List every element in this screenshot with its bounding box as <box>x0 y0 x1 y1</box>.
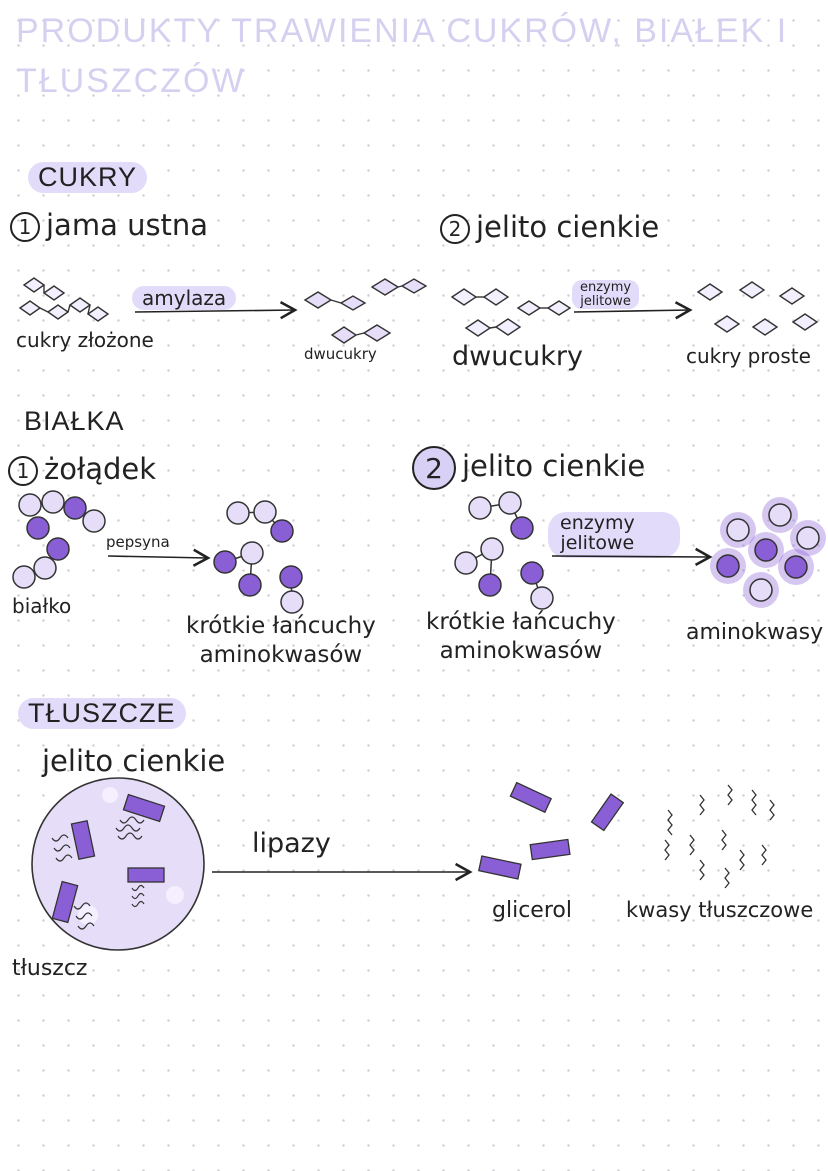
step-number: 1 <box>8 456 38 486</box>
fat-droplet <box>31 777 205 951</box>
intestinal-enzyme-arrow-protein <box>551 547 713 567</box>
disaccharide-molecules <box>303 278 428 344</box>
enzyme-label-line-2: jelitowe <box>580 293 631 309</box>
glycerol-label: glicerol <box>492 898 572 923</box>
step-place-label: jama ustna <box>46 208 209 242</box>
disaccharides-label-small: dwucukry <box>304 345 377 363</box>
page-title-line-1: PRODUKTY TRAWIENIA CUKRÓW, BIAŁEK I <box>16 12 789 50</box>
protein-chain <box>12 490 106 589</box>
amylase-label: amylaza <box>132 286 237 310</box>
label-line-2: aminokwasów <box>199 641 363 668</box>
simple-sugar-molecules <box>696 281 819 336</box>
step-place-label: żołądek <box>44 452 157 486</box>
complex-sugars-label: cukry złożone <box>16 328 154 352</box>
simple-sugars-label: cukry proste <box>686 344 811 368</box>
page-title-line-2: TŁUSZCZÓW <box>16 62 246 100</box>
step-place-label: jelito cienkie <box>462 449 646 483</box>
intestinal-enzymes-label-protein: enzymy jelitowe <box>560 512 635 554</box>
pepsin-label: pepsyna <box>106 533 170 551</box>
enzyme-highlight-protein <box>548 512 680 558</box>
pepsin-arrow <box>107 548 211 567</box>
step-number: 1 <box>10 212 40 242</box>
label-line-2: aminokwasów <box>439 637 603 664</box>
label-line-1: krótkie łańcuchy <box>426 609 616 635</box>
sugars-heading: CUKRY <box>28 162 148 193</box>
amylase-arrow <box>134 301 298 320</box>
short-chains-label-2: krótkie łańcuchy aminokwasów <box>426 608 616 666</box>
amino-acids-label: aminokwasy <box>686 620 824 645</box>
enzyme-label-line-1: enzymy <box>580 280 632 295</box>
fatty-acids-label: kwasy tłuszczowe <box>626 898 814 922</box>
fat-label: tłuszcz <box>12 956 88 981</box>
step-number: 2 <box>440 214 470 244</box>
step-place-label: jelito cienkie <box>476 210 660 244</box>
proteins-heading: BIAŁKA <box>24 406 125 436</box>
lipase-label: lipazy <box>252 828 331 859</box>
enzyme-label-line-1: enzymy <box>560 512 635 534</box>
glycerol-molecules <box>478 781 625 880</box>
protein-label: białko <box>12 594 72 618</box>
fats-place-label: jelito cienkie <box>42 744 226 778</box>
fats-heading: TŁUSZCZE <box>18 698 186 729</box>
label-line-1: krótkie łańcuchy <box>186 613 376 639</box>
step-number: 2 <box>412 446 456 490</box>
disaccharides-label: dwucukry <box>452 341 584 372</box>
amino-acids <box>710 497 826 608</box>
short-peptide-chains-1 <box>213 500 304 614</box>
disaccharide-input-molecules <box>450 288 572 337</box>
short-peptide-chains-2 <box>454 491 554 610</box>
short-chains-label-1: krótkie łańcuchy aminokwasów <box>186 612 376 670</box>
intestinal-enzyme-arrow-sugar <box>573 301 693 320</box>
complex-sugar-molecules <box>18 277 110 322</box>
intestinal-enzymes-label-sugar: enzymy jelitowe <box>572 280 640 310</box>
enzyme-label-line-2: jelitowe <box>560 531 635 554</box>
fatty-acid-chains <box>664 784 775 889</box>
